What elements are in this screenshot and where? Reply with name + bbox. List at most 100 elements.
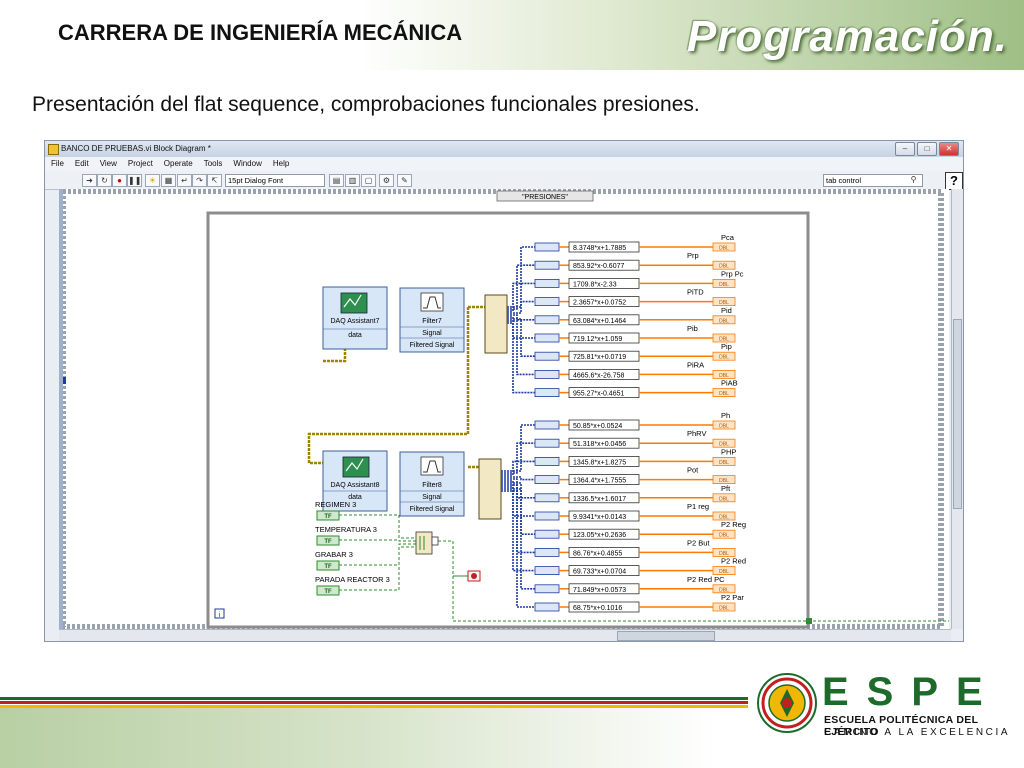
bottom-indicator[interactable] xyxy=(712,456,736,466)
top-convert-node[interactable] xyxy=(534,388,560,398)
menu-operate[interactable]: Operate xyxy=(163,159,193,168)
highlight-execution-icon[interactable]: ☀ xyxy=(145,174,160,187)
vertical-scrollbar[interactable] xyxy=(951,189,963,629)
resize-icon[interactable]: ▢ xyxy=(361,174,376,187)
bottom-convert-node[interactable] xyxy=(534,420,560,430)
reorder-icon[interactable]: ⚙ xyxy=(379,174,394,187)
sequence-tunnel xyxy=(60,377,66,384)
search-icon[interactable]: ⚲ xyxy=(910,175,917,184)
bottom-wire xyxy=(501,480,535,517)
boolean-control[interactable]: REGIMEN 3TF xyxy=(315,500,416,539)
bottom-convert-node[interactable] xyxy=(534,511,560,521)
bottom-convert-node[interactable] xyxy=(534,475,560,485)
run-arrow-icon[interactable]: ➜ xyxy=(82,174,97,187)
distribute-icon[interactable]: ▥ xyxy=(345,174,360,187)
bottom-formula-text: 1336.5*x+1.6017 xyxy=(573,496,626,503)
block-diagram-canvas[interactable]: "PRESIONES" i DAQ Assistant7 xyxy=(45,188,949,630)
daq-assistant-8[interactable]: DAQ Assistant8 data xyxy=(322,450,388,512)
top-indicator[interactable] xyxy=(712,351,736,361)
align-icon[interactable]: ▤ xyxy=(329,174,344,187)
step-over-icon[interactable]: ↷ xyxy=(192,174,207,187)
filter-8[interactable]: Filter8 Signal Filtered Signal xyxy=(399,451,465,517)
top-convert-node[interactable] xyxy=(534,260,560,270)
top-indicator[interactable] xyxy=(712,333,736,343)
retain-wire-values-icon[interactable]: ▦ xyxy=(161,174,176,187)
menu-file[interactable]: File xyxy=(51,159,64,168)
menu-view[interactable]: View xyxy=(99,159,117,168)
horizontal-scrollbar[interactable] xyxy=(59,629,951,641)
bottom-convert-node[interactable] xyxy=(534,566,560,576)
filter-7-filtered-signal: Filtered Signal xyxy=(410,342,455,349)
minimize-button[interactable]: – xyxy=(895,142,915,156)
step-into-icon[interactable]: ↵ xyxy=(177,174,192,187)
close-button[interactable]: ✕ xyxy=(939,142,959,156)
bottom-indicator-label: Pot xyxy=(687,466,699,475)
menu-project[interactable]: Project xyxy=(127,159,153,168)
font-select[interactable]: 15pt Dialog Font xyxy=(225,174,325,187)
bottom-wire xyxy=(501,490,535,608)
top-convert-node[interactable] xyxy=(534,351,560,361)
bottom-indicator[interactable] xyxy=(712,584,736,594)
case-selector[interactable] xyxy=(496,190,594,202)
step-out-icon[interactable]: ↸ xyxy=(207,174,222,187)
boolean-control-label: REGIMEN 3 xyxy=(315,500,356,509)
filter-7[interactable]: Filter7 Signal Filtered Signal xyxy=(399,287,465,353)
daq-assistant-7[interactable]: DAQ Assistant7 data xyxy=(322,286,388,350)
bottom-convert-node[interactable] xyxy=(534,584,560,594)
top-convert-node[interactable] xyxy=(534,333,560,343)
top-convert-node[interactable] xyxy=(534,369,560,379)
menu-edit[interactable]: Edit xyxy=(74,159,89,168)
search-input[interactable]: tab control xyxy=(823,174,923,187)
menu-window[interactable]: Window xyxy=(233,159,262,168)
help-button[interactable]: ? xyxy=(945,172,963,190)
bottom-convert-node[interactable] xyxy=(534,456,560,466)
top-convert-node[interactable] xyxy=(534,242,560,252)
horizontal-scroll-thumb[interactable] xyxy=(617,631,715,641)
bottom-indicator[interactable] xyxy=(712,420,736,430)
top-indicator-label: PiTD xyxy=(687,288,704,297)
split-signals-top[interactable] xyxy=(484,294,508,354)
top-indicator[interactable] xyxy=(712,260,736,270)
bottom-indicator[interactable] xyxy=(712,475,736,485)
top-indicator[interactable] xyxy=(712,388,736,398)
bottom-indicator-type: DBL xyxy=(719,606,729,612)
top-formula-text: 4665.6*x-26.758 xyxy=(573,372,624,379)
top-indicator[interactable] xyxy=(712,369,736,379)
bottom-indicator[interactable] xyxy=(712,547,736,557)
top-indicator-label: Pib xyxy=(687,324,698,333)
maximize-button[interactable]: □ xyxy=(917,142,937,156)
bottom-formula-text: 123.05*x+0.2636 xyxy=(573,532,626,539)
top-convert-node[interactable] xyxy=(534,315,560,325)
bottom-convert-node[interactable] xyxy=(534,602,560,612)
top-convert-node[interactable] xyxy=(534,279,560,288)
bottom-indicator[interactable] xyxy=(712,566,736,576)
menu-tools[interactable]: Tools xyxy=(203,159,223,168)
bottom-indicator[interactable] xyxy=(712,493,736,503)
bottom-convert-node[interactable] xyxy=(534,493,560,503)
run-continuously-icon[interactable]: ↻ xyxy=(97,174,112,187)
cleanup-diagram-icon[interactable]: ✎ xyxy=(397,174,412,187)
top-indicator[interactable] xyxy=(712,315,736,325)
dynamic-wire-1 xyxy=(323,344,347,363)
menu-help[interactable]: Help xyxy=(272,159,290,168)
espe-seal-logo xyxy=(757,673,817,733)
top-indicator[interactable] xyxy=(712,242,736,252)
top-indicator[interactable] xyxy=(712,297,736,306)
top-convert-node[interactable] xyxy=(534,297,560,306)
boolean-control-label: PARADA REACTOR 3 xyxy=(315,575,390,584)
bottom-indicator[interactable] xyxy=(712,438,736,448)
vertical-scroll-thumb[interactable] xyxy=(953,319,962,509)
bottom-indicator[interactable] xyxy=(712,529,736,539)
split-signals-bottom[interactable] xyxy=(478,458,502,520)
bottom-convert-node[interactable] xyxy=(534,529,560,539)
pause-icon[interactable]: ❚❚ xyxy=(127,174,142,187)
boolean-control[interactable]: PARADA REACTOR 3TF xyxy=(315,546,416,596)
abort-icon[interactable]: ● xyxy=(112,174,127,187)
boolean-control[interactable]: TEMPERATURA 3TF xyxy=(315,525,416,546)
bottom-indicator[interactable] xyxy=(712,602,736,612)
bottom-indicator[interactable] xyxy=(712,511,736,521)
bottom-convert-node[interactable] xyxy=(534,438,560,448)
top-indicator[interactable] xyxy=(712,279,736,288)
bottom-convert-node[interactable] xyxy=(534,547,560,557)
compound-arithmetic[interactable] xyxy=(415,531,439,555)
